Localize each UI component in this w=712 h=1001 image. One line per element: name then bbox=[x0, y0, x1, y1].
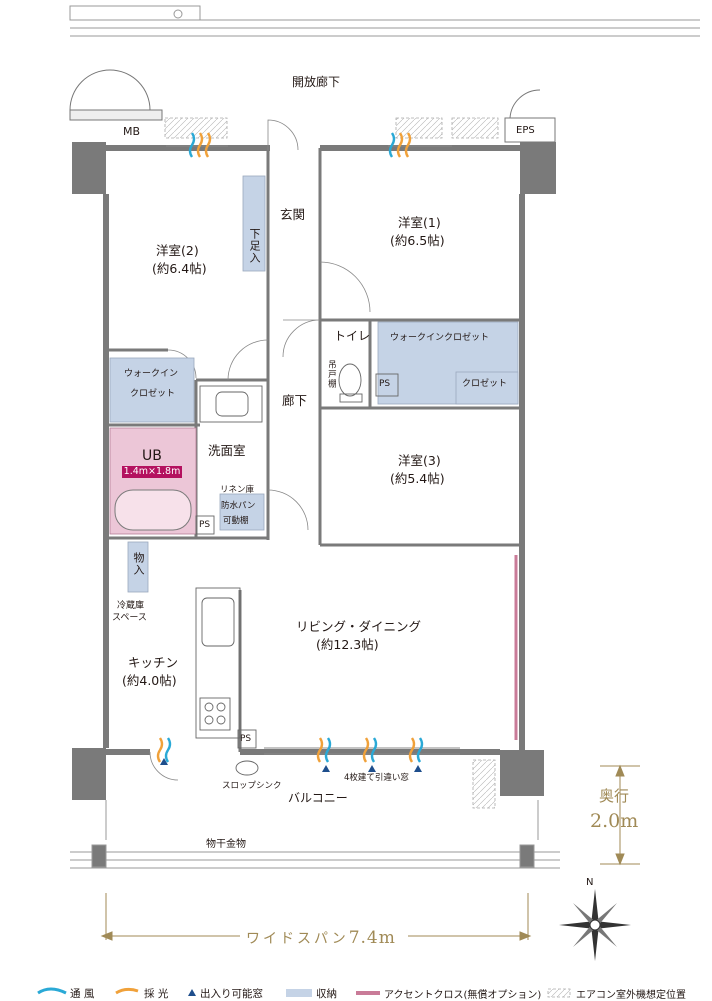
legend-wind: 通 風 bbox=[70, 988, 95, 1000]
washroom-label: 洗面室 bbox=[208, 443, 246, 458]
walkin2-label: ウォークインクロゼット bbox=[390, 333, 490, 343]
entrance-label: 玄関 bbox=[280, 207, 306, 222]
depth-dimension bbox=[600, 764, 640, 866]
western3-size: (約5.4帖) bbox=[390, 471, 445, 486]
legend-light: 採 光 bbox=[144, 988, 169, 1000]
laundry-label: 物干金物 bbox=[206, 839, 246, 850]
kitchen-size: (約4.0帖) bbox=[122, 673, 177, 688]
door-swings bbox=[149, 119, 371, 781]
depth-value: 2.0m bbox=[590, 810, 639, 832]
ub-label: UB bbox=[142, 448, 162, 464]
western1-size: (約6.5帖) bbox=[390, 233, 445, 248]
eps-label: EPS bbox=[516, 125, 535, 136]
shoe-storage-label: 下足入 bbox=[247, 228, 261, 264]
kitchen-name: キッチン bbox=[128, 655, 179, 670]
corridor-label: 開放廊下 bbox=[292, 75, 341, 89]
span-value: 7.4m bbox=[348, 928, 396, 948]
bathtub bbox=[114, 489, 192, 531]
mb-label: MB bbox=[123, 125, 141, 138]
walkin1-line1: ウォークイン bbox=[124, 369, 179, 379]
ps-kitchen-label: PS bbox=[240, 734, 252, 744]
living-size: (約12.3帖) bbox=[316, 637, 379, 652]
mb-closet bbox=[69, 69, 163, 121]
western2-name: 洋室(2) bbox=[156, 243, 199, 258]
movable-shelf-label: 可動棚 bbox=[223, 516, 249, 526]
legend-swatches bbox=[37, 987, 571, 998]
span-label: ワイドスパン7.4m bbox=[246, 926, 396, 951]
balcony-label: バルコニー bbox=[288, 791, 348, 805]
western1-name: 洋室(1) bbox=[398, 215, 441, 230]
ub-size-badge: 1.4m×1.8m bbox=[122, 466, 182, 478]
fridge-line1: 冷蔵庫 bbox=[117, 601, 145, 611]
corridor-rail bbox=[69, 5, 700, 37]
compass-icon bbox=[559, 889, 631, 961]
ventilation-icons bbox=[156, 132, 424, 763]
western2-size: (約6.4帖) bbox=[152, 261, 207, 276]
storage-label: 物入 bbox=[131, 552, 145, 576]
fridge-line2: スペース bbox=[112, 613, 147, 623]
span-label-text: ワイドスパン bbox=[246, 931, 349, 947]
window-sashes bbox=[166, 145, 460, 755]
hallway-label: 廊下 bbox=[282, 393, 308, 408]
compass-north: N bbox=[586, 877, 594, 888]
legend-storage: 収納 bbox=[316, 988, 337, 1000]
western3-name: 洋室(3) bbox=[398, 453, 441, 468]
pillars bbox=[72, 142, 556, 800]
closet-label: クロゼット bbox=[462, 379, 508, 389]
storage-areas bbox=[109, 175, 519, 593]
walkin1-line2: クロゼット bbox=[130, 389, 176, 399]
door-window-triangles bbox=[160, 758, 422, 772]
span-dimension bbox=[100, 893, 532, 941]
slop-sink-label: スロップシンク bbox=[222, 781, 282, 791]
sash-label: 4枚建て引違い窓 bbox=[344, 773, 409, 783]
ac-outdoor-units bbox=[164, 117, 499, 809]
toilet-label: トイレ bbox=[334, 329, 371, 343]
ps-toilet-label: PS bbox=[379, 379, 391, 389]
legend-door: 出入り可能窓 bbox=[200, 988, 263, 1000]
legend-ac: エアコン室外機想定位置 bbox=[576, 990, 686, 1001]
legend-accent: アクセントクロス(無償オプション) bbox=[384, 990, 542, 1001]
ps-wash-label: PS bbox=[199, 520, 211, 530]
depth-label: 奥行 bbox=[599, 787, 630, 805]
toilet-shelf-label: 吊戸棚 bbox=[326, 360, 337, 389]
exterior-walls bbox=[103, 145, 525, 755]
waterpan-label: 防水パン bbox=[221, 501, 256, 511]
living-name: リビング・ダイニング bbox=[296, 619, 422, 634]
balcony-rail bbox=[70, 800, 560, 869]
linen-label: リネン庫 bbox=[220, 485, 255, 495]
fixtures bbox=[195, 363, 399, 776]
